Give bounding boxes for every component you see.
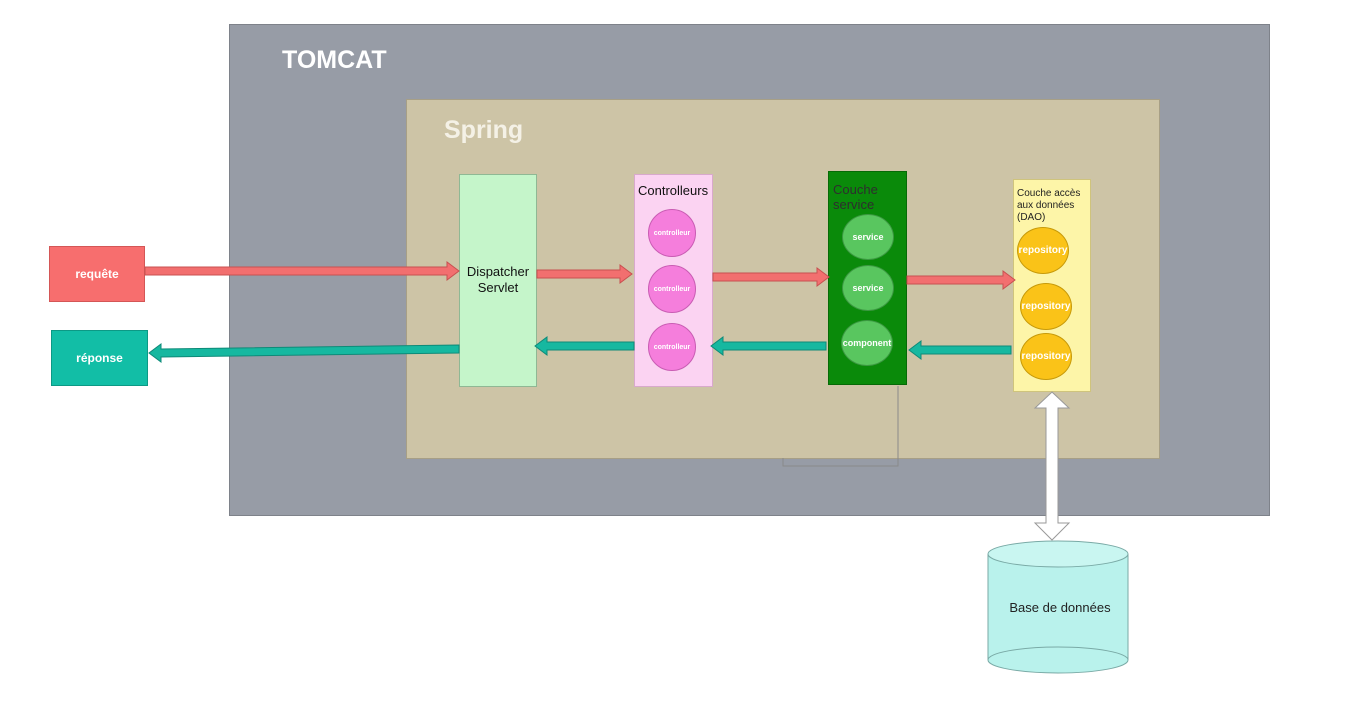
- dao-layer-title: Couche accès aux données (DAO): [1017, 188, 1081, 223]
- dispatcher-servlet-label: Dispatcher Servlet: [459, 264, 537, 296]
- spring-title: Spring: [444, 116, 524, 144]
- database-cylinder: [987, 540, 1129, 674]
- dispatcher-label-line1: Dispatcher: [466, 264, 530, 279]
- controllers-title: Controlleurs: [638, 183, 709, 198]
- request-arrow: [906, 270, 1016, 290]
- dispatcher-label-line2: Servlet: [477, 280, 519, 295]
- service-layer-title: Couche service: [833, 182, 878, 212]
- response-arrow: [534, 336, 635, 356]
- request-arrow: [712, 267, 830, 287]
- response-arrow: [908, 340, 1012, 360]
- controller-node: controlleur: [648, 209, 696, 257]
- repository-node: repository: [1020, 283, 1072, 330]
- service-node: service: [842, 265, 894, 311]
- response-arrow: [148, 343, 460, 363]
- connector-line: [782, 386, 899, 467]
- response-arrow: [710, 336, 827, 356]
- service-node: service: [842, 214, 894, 260]
- dispatcher-servlet-box: [459, 174, 537, 387]
- database-link-arrow: [1033, 391, 1071, 541]
- request-arrow: [536, 264, 633, 284]
- repository-node: repository: [1020, 333, 1072, 380]
- controller-node: controlleur: [648, 323, 696, 371]
- controller-node: controlleur: [648, 265, 696, 313]
- request-arrow: [144, 261, 460, 281]
- request-box: requête: [49, 246, 145, 302]
- database-label: Base de données: [1009, 600, 1111, 615]
- tomcat-title: TOMCAT: [282, 46, 387, 74]
- component-node: component: [841, 320, 893, 366]
- repository-node: repository: [1017, 227, 1069, 274]
- response-box: réponse: [51, 330, 148, 386]
